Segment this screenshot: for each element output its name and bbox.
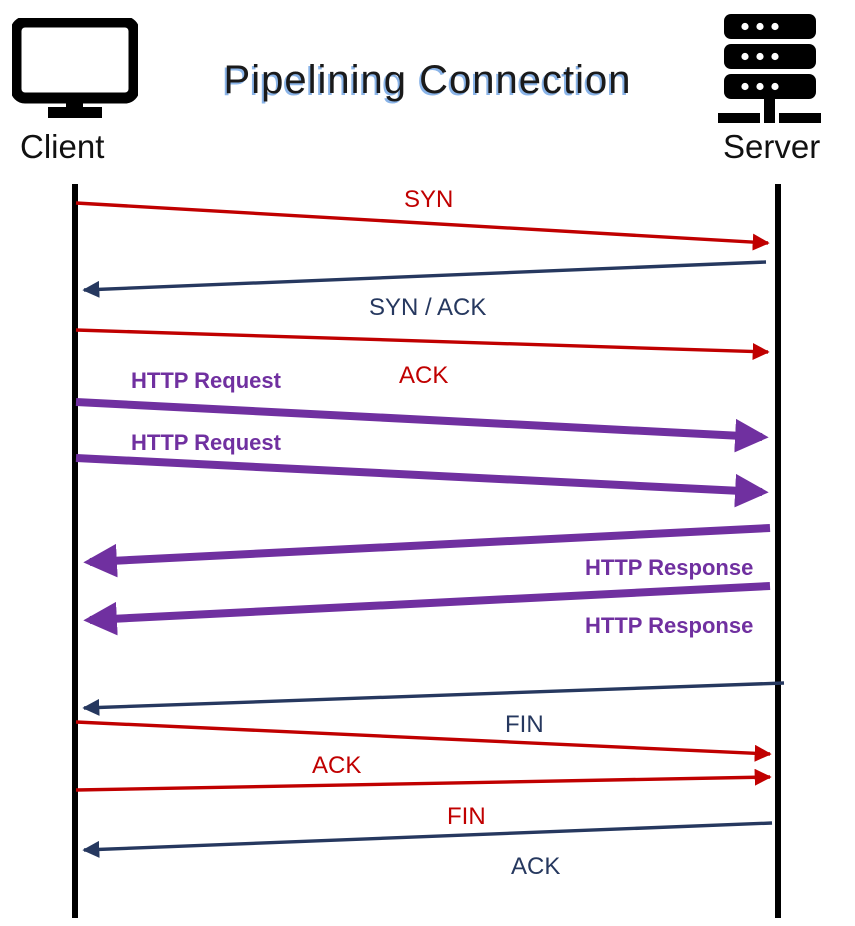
server-rack-icon [718,14,821,123]
label-ack-2: ACK [312,752,362,779]
arrow-fin-1 [82,681,785,716]
label-syn: SYN [404,186,454,213]
monitor-icon [12,18,138,118]
label-syn-ack: SYN / ACK [369,294,487,321]
arrow-ack-3 [82,821,773,858]
label-fin-2: FIN [447,803,486,830]
label-ack-3: ACK [511,853,561,880]
arrow-syn [75,201,770,251]
label-http-request-2: HTTP Request [131,430,281,455]
label-fin-1: FIN [505,711,544,738]
label-http-response-2: HTTP Response [585,613,754,638]
arrow-http-response-1 [83,524,771,578]
arrow-http-response-2 [83,582,771,636]
arrow-http-request-1 [75,398,769,453]
server-actor-label: Server [723,128,821,165]
label-http-response-1: HTTP Response [585,555,754,580]
arrow-ack-2 [75,720,772,762]
label-ack-1: ACK [399,362,449,389]
client-actor-label: Client [20,128,105,165]
page-title: Pipelining Connection [223,58,632,102]
arrow-http-request-2 [75,454,769,508]
arrow-ack-1 [75,328,770,361]
arrow-fin-2 [75,768,772,792]
label-http-request-1: HTTP Request [131,368,281,393]
arrow-syn-ack [82,260,767,298]
